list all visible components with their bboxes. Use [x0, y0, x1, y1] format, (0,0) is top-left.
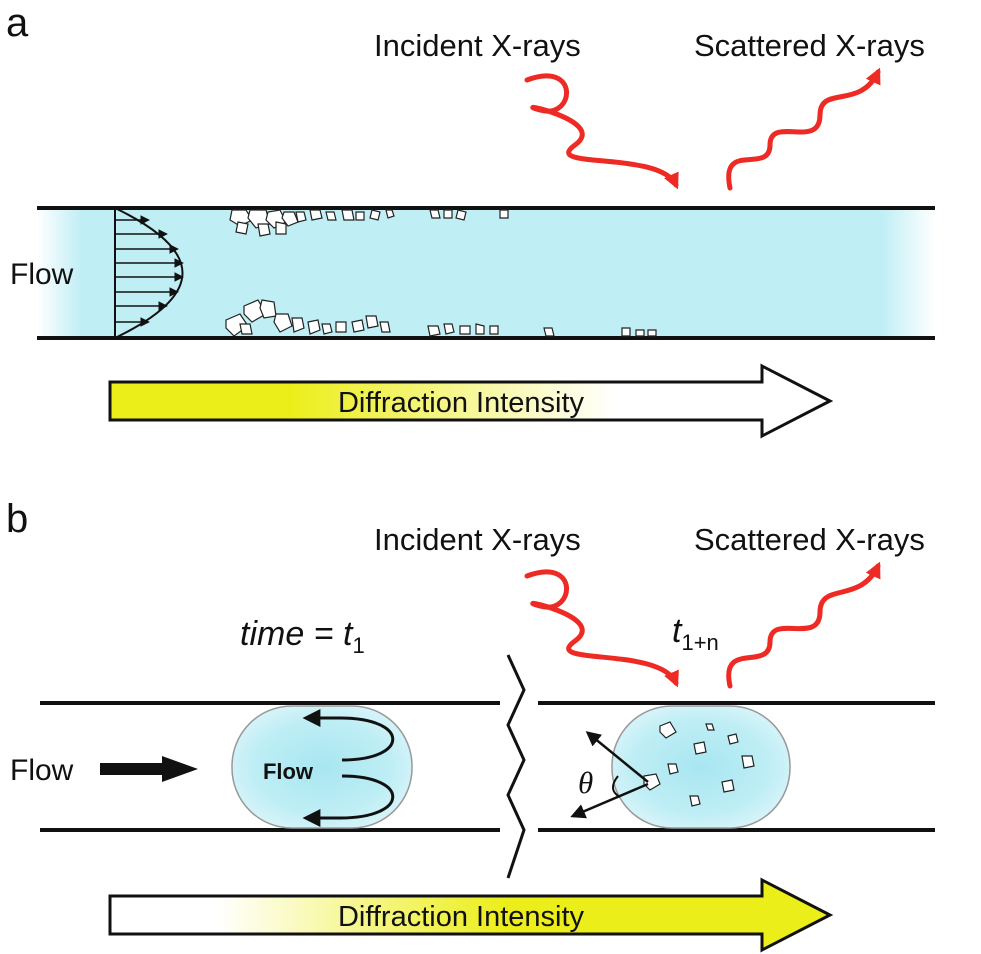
scattered-xray-wavy-arrow-b	[726, 561, 881, 689]
diffraction-intensity-label-a: Diffraction Intensity	[338, 387, 585, 419]
crystal-deposits-top	[229, 209, 509, 237]
time-t1-label: time = t1	[240, 615, 365, 658]
incident-xrays-label-b: Incident X-rays	[374, 522, 581, 557]
scattered-xray-wavy-arrow-a	[726, 67, 881, 191]
scattered-xrays-label-b: Scattered X-rays	[694, 522, 925, 557]
break-line-icon	[506, 654, 526, 879]
channel-fluid-a	[37, 208, 935, 338]
crystal-icons-droplet	[643, 721, 755, 807]
diffraction-intensity-arrow-b	[108, 877, 834, 953]
theta-symbol: θ	[578, 765, 593, 800]
flow-label-a: Flow	[10, 258, 74, 291]
parabolic-flow-profile-icon	[114, 207, 184, 339]
panel-b: b Incident X-rays Scattered X-rays time …	[6, 497, 935, 953]
diffraction-intensity-label-b: Diffraction Intensity	[338, 901, 585, 933]
time-t1n-label: t1+n	[672, 612, 719, 655]
incident-xray-wavy-arrow-b	[524, 569, 679, 688]
panel-a: a Incident X-rays Scattered X-rays Flow	[6, 1, 935, 439]
droplet-t1n	[611, 705, 791, 829]
droplet-flow-label: Flow	[263, 759, 314, 784]
incident-xray-wavy-arrow-a	[524, 73, 679, 190]
panel-a-letter: a	[6, 1, 29, 45]
flow-block-arrow-icon	[100, 756, 198, 782]
diffraction-intensity-arrow-a	[108, 363, 834, 439]
flow-label-b: Flow	[10, 754, 74, 787]
scattered-xrays-label-a: Scattered X-rays	[694, 28, 925, 63]
crystal-deposits-bottom	[225, 299, 657, 337]
scattering-angle-arrows-icon	[570, 731, 649, 819]
incident-xrays-label-a: Incident X-rays	[374, 28, 581, 63]
recirculation-arrows-icon	[302, 709, 395, 827]
panel-b-letter: b	[6, 497, 28, 541]
droplet-t1	[231, 705, 413, 829]
